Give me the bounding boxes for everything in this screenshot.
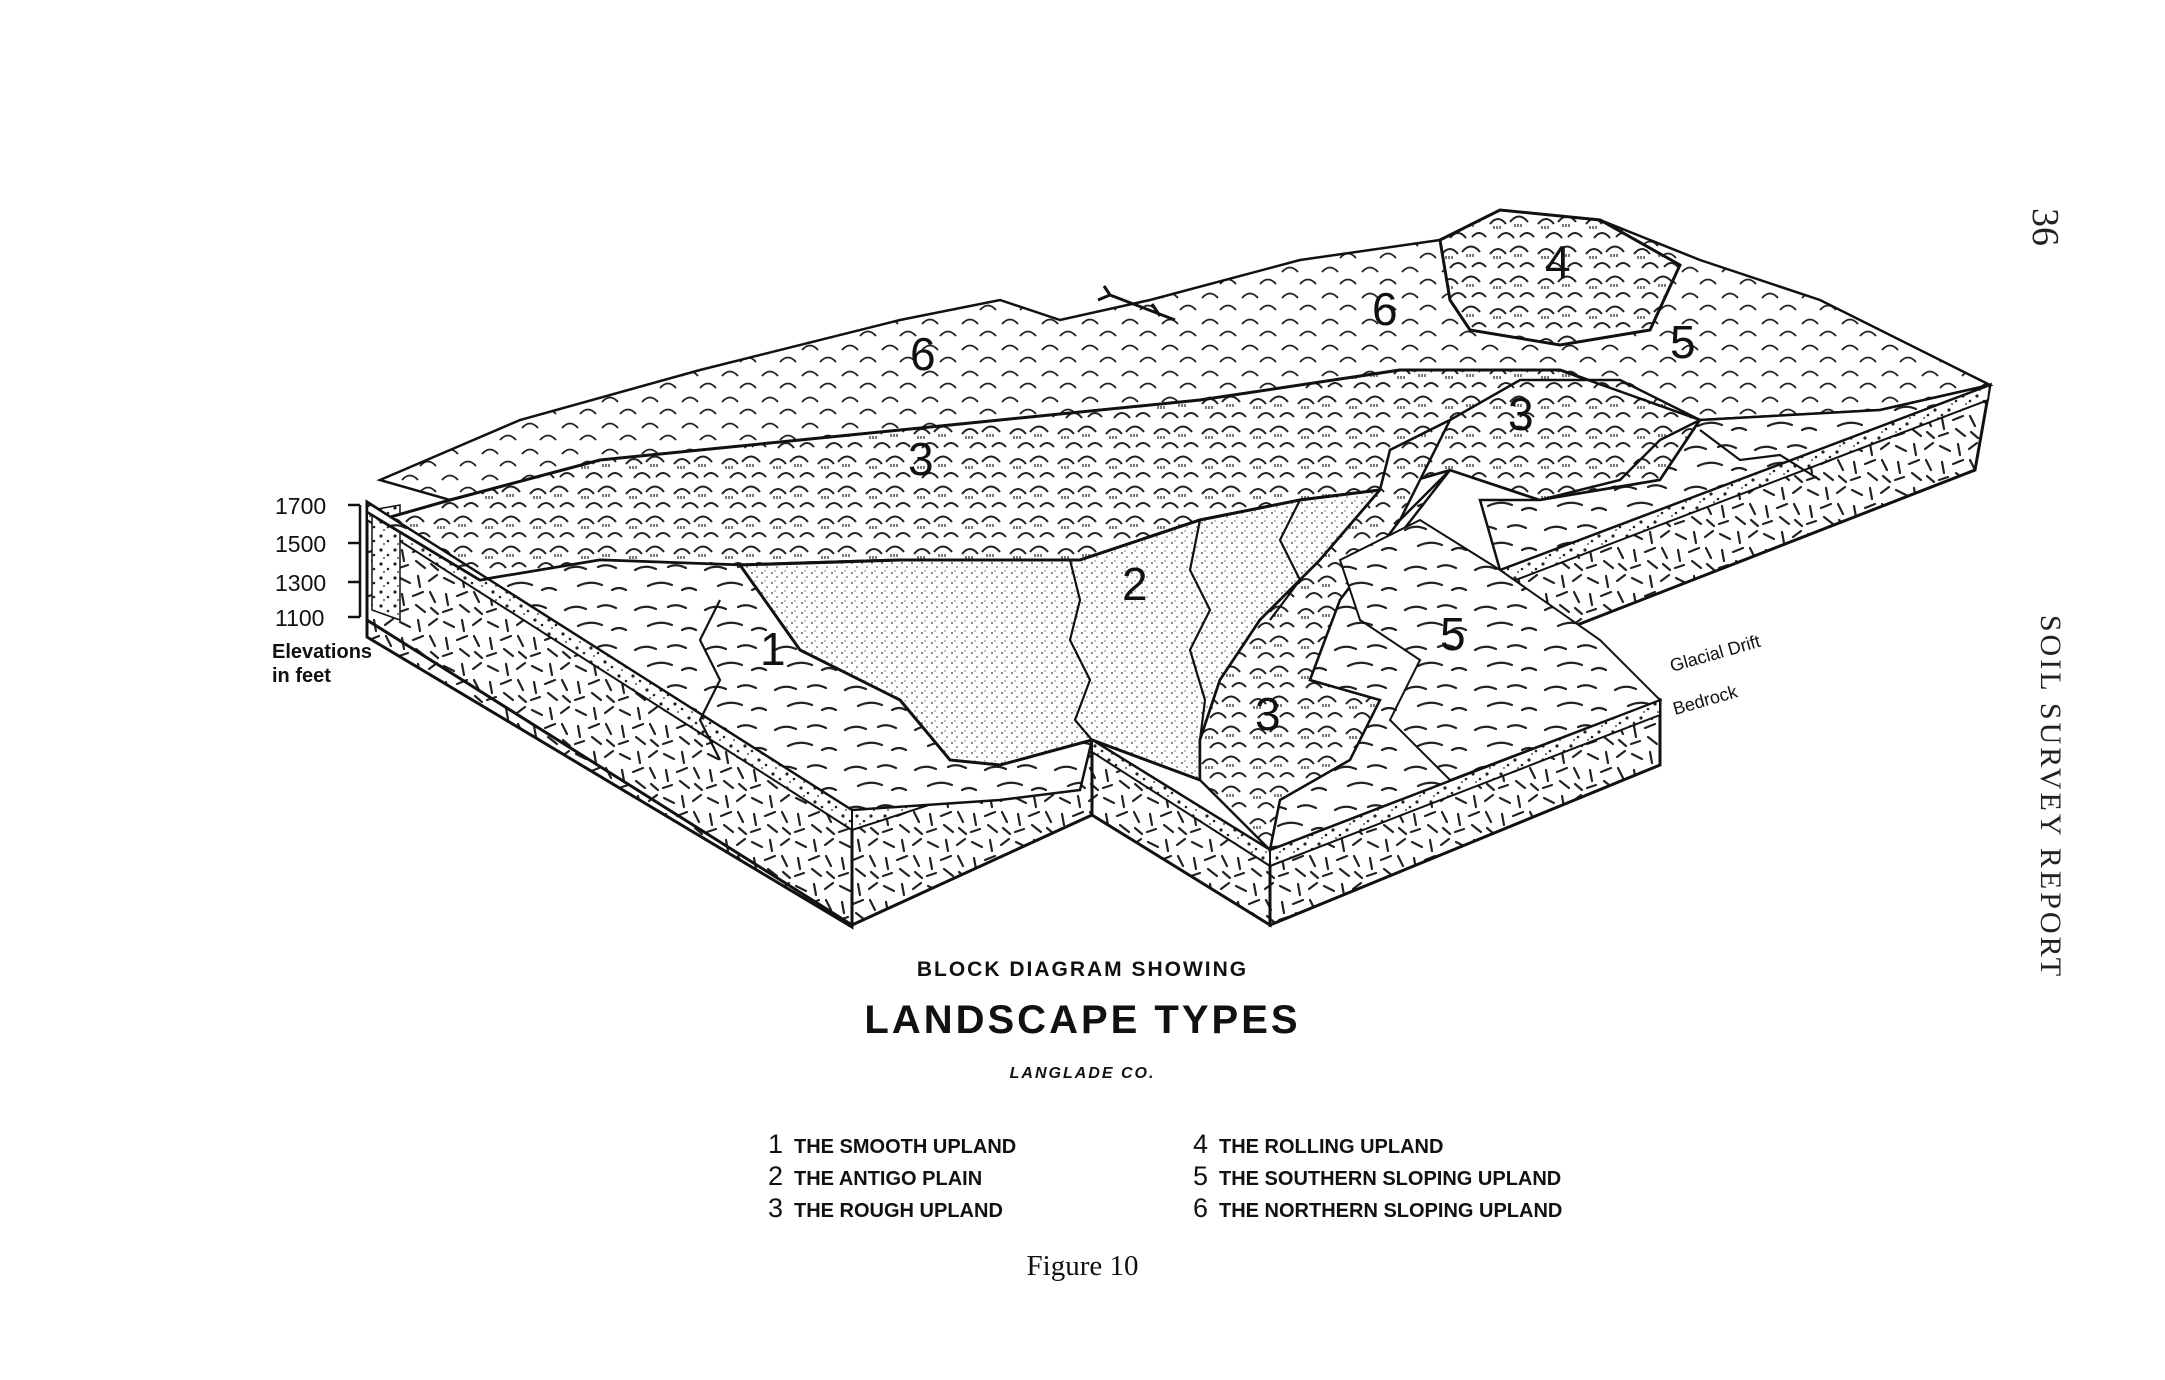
region-label-1: 1 [760,623,786,675]
legend-number: 3 [768,1193,784,1223]
legend-item: 5 THE SOUTHERN SLOPING UPLAND [1193,1160,1562,1192]
bedrock-label: Bedrock [1671,681,1741,719]
region-label-4: 4 [1545,236,1571,288]
region-rolling-upland [1438,208,1682,347]
caption-county: LANGLADE CO. [1009,1065,1156,1082]
elevation-scale: 1700 1500 1300 1100 Elevations in feet [272,493,372,687]
legend-label: THE ROLLING UPLAND [1219,1136,1444,1158]
north-arrow-icon [1097,285,1176,322]
legend-item: 3 THE ROUGH UPLAND [768,1192,1016,1224]
legend-column-1: 1 THE SMOOTH UPLAND 2 THE ANTIGO PLAIN 3 TH… [768,1128,1016,1224]
legend-label: THE ROUGH UPLAND [794,1200,1003,1222]
region-label-3-east: 3 [1508,388,1534,440]
region-southern-sloping-upland-east [1478,368,1991,572]
region-southern-sloping-upland-south [1338,518,1662,782]
legend-number: 4 [1193,1129,1209,1159]
caption-title: LANDSCAPE TYPES [864,998,1301,1042]
glacial-drift-label: Glacial Drift [1668,631,1763,676]
legend-number: 5 [1193,1161,1209,1191]
region-label-6-west: 6 [910,328,936,380]
legend-number: 1 [768,1129,784,1159]
legend-column-2: 4 THE ROLLING UPLAND 5 THE SOUTHERN SLOPIN… [1193,1128,1562,1224]
region-label-3-north: 3 [908,433,934,485]
layer-labels: Glacial Drift Bedrock [1668,631,1763,719]
legend-item: 2 THE ANTIGO PLAIN [768,1160,1016,1192]
region-label-5-south: 5 [1440,608,1466,660]
region-label-5-east: 5 [1670,316,1696,368]
legend-item: 4 THE ROLLING UPLAND [1193,1128,1562,1160]
region-label-6-north: 6 [1372,283,1398,335]
legend-item: 1 THE SMOOTH UPLAND [768,1128,1016,1160]
legend-label: THE SMOOTH UPLAND [794,1136,1017,1158]
caption-subtitle: BLOCK DIAGRAM SHOWING [916,958,1249,981]
drainage-lines [698,429,1821,761]
legend-number: 2 [768,1161,784,1191]
region-labels: 1 2 3 3 3 4 5 5 6 6 [760,236,1696,740]
elevation-label: Elevations [272,641,372,663]
legend-label: THE SOUTHERN SLOPING UPLAND [1219,1168,1562,1190]
elevation-tick-1300: 1300 [275,570,326,596]
elevation-tick-1500: 1500 [275,531,326,557]
figure-label: Figure 10 [1026,1250,1139,1282]
legend-label: THE NORTHERN SLOPING UPLAND [1219,1200,1563,1222]
legend-item: 6 THE NORTHERN SLOPING UPLAND [1193,1192,1562,1224]
region-label-2: 2 [1122,558,1148,610]
legend-label: THE ANTIGO PLAIN [794,1168,983,1190]
elevation-unit-label: in feet [272,665,331,687]
elevation-tick-1100: 1100 [275,605,324,631]
elevation-tick-1700: 1700 [275,493,326,519]
block-top-surface [365,208,1994,853]
legend-number: 6 [1193,1193,1209,1223]
region-label-3-valley: 3 [1255,688,1281,740]
